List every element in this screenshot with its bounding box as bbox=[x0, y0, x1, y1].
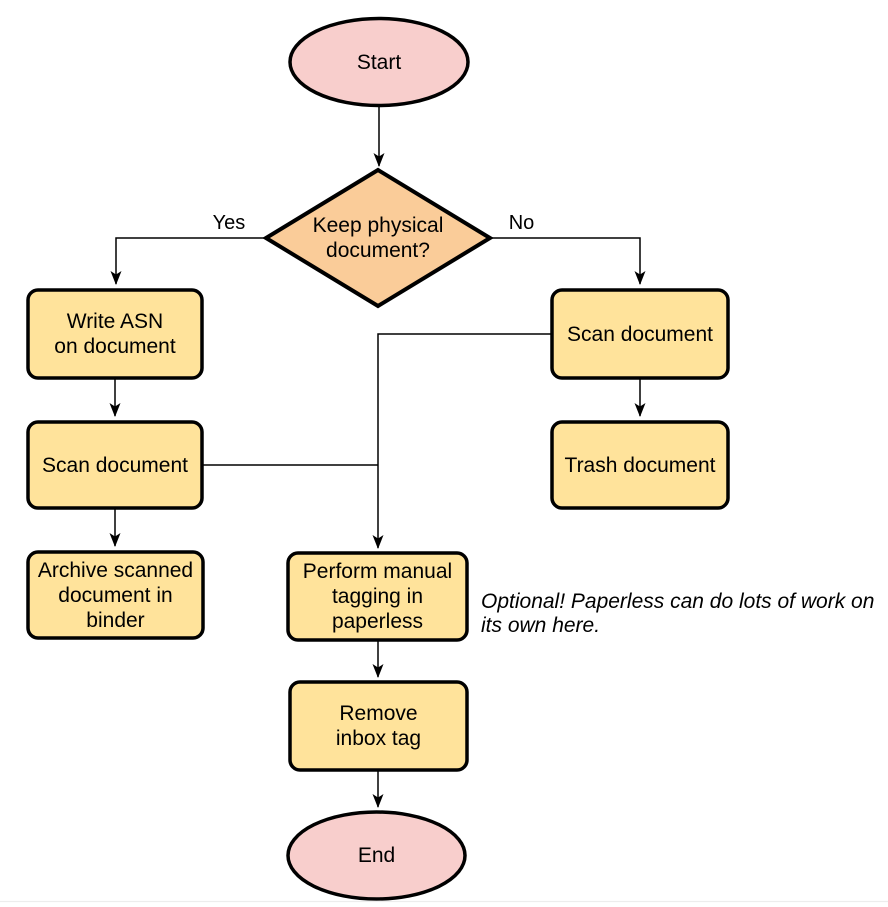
decision-keep-physical-shape bbox=[262, 167, 494, 309]
edge-scan-right-merge-to-tagging bbox=[372, 333, 553, 549]
edge-decision-no-to-scan-right bbox=[490, 237, 646, 285]
process-write-asn-shape bbox=[26, 288, 204, 380]
end-terminator-shape bbox=[286, 810, 467, 901]
start-terminator-shape bbox=[288, 16, 470, 108]
process-archive-shape bbox=[26, 550, 205, 640]
process-remove-inbox-shape bbox=[288, 680, 469, 772]
process-trash-shape bbox=[550, 420, 730, 510]
edge-decision-yes-to-write-asn bbox=[110, 237, 266, 285]
process-scan-left-shape bbox=[26, 420, 204, 510]
process-tagging-shape bbox=[286, 551, 469, 642]
process-scan-right-shape bbox=[550, 288, 730, 380]
